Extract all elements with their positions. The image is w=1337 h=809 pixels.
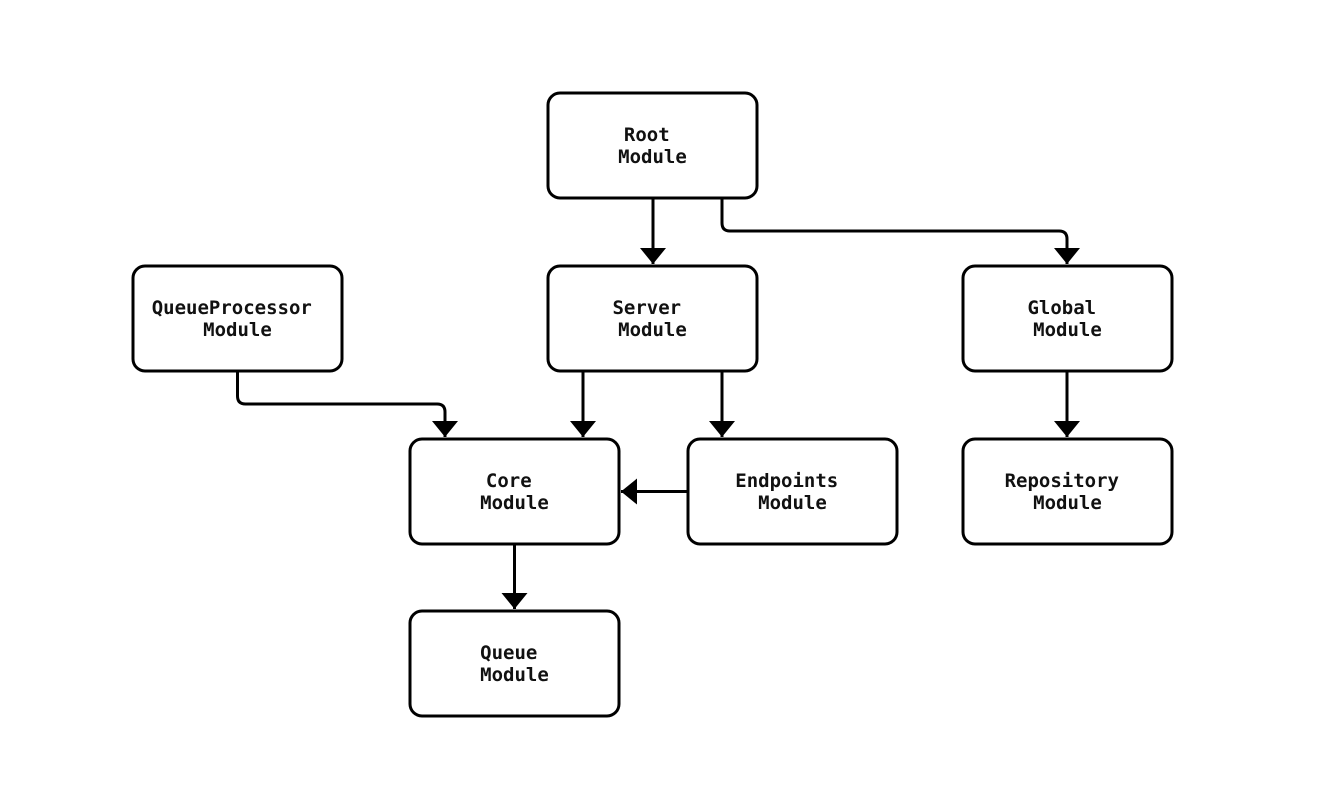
node-endpoints-module: Endpoints Module: [686, 437, 899, 546]
node-server-module-label-line1: Server: [612, 297, 681, 319]
edge-queueprocessor-to-core: [236, 371, 458, 437]
node-root-module-label-line1: Root: [624, 124, 670, 146]
node-queue-module-box: [408, 609, 621, 718]
node-global-module-label: Global Module: [1027, 297, 1107, 341]
node-repository-module-box: [961, 437, 1174, 546]
node-global-module-box: [961, 264, 1174, 373]
node-endpoints-module-label: Endpoints Module: [735, 470, 849, 514]
node-repository-module-label-line2: Module: [1033, 492, 1102, 514]
node-endpoints-module-label-line1: Endpoints: [735, 470, 838, 492]
node-root-module-label: Root Module: [618, 124, 687, 168]
edge-root-to-global: [720, 198, 1080, 264]
node-root-module-box: [546, 91, 759, 200]
node-queue-module-label-line1: Queue: [480, 642, 537, 664]
node-queue-module-label: Queue Module: [480, 642, 549, 686]
node-root-module-label-line2: Module: [618, 146, 687, 168]
node-global-module: Global Module: [961, 264, 1174, 373]
node-endpoints-module-label-line2: Module: [758, 492, 827, 514]
node-global-module-label-line1: Global: [1027, 297, 1096, 319]
node-queueprocessor-module-box: [131, 264, 344, 373]
node-core-module-label-line1: Core: [486, 470, 532, 492]
node-server-module: Server Module: [546, 264, 759, 373]
node-core-module: Core Module: [408, 437, 621, 546]
node-core-module-label-line2: Module: [480, 492, 549, 514]
edge-layer: [236, 198, 1080, 609]
node-repository-module-label: Repository Module: [1005, 470, 1131, 514]
node-layer: Root Module QueueProcessor Module Server…: [131, 91, 1174, 718]
node-queueprocessor-module: QueueProcessor Module: [131, 264, 344, 373]
node-endpoints-module-box: [686, 437, 899, 546]
node-queue-module-label-line2: Module: [480, 664, 549, 686]
node-core-module-box: [408, 437, 621, 546]
node-repository-module-label-line1: Repository: [1005, 470, 1119, 492]
node-queue-module: Queue Module: [408, 609, 621, 718]
node-queueprocessor-module-label-line2: Module: [203, 319, 272, 341]
node-repository-module: Repository Module: [961, 437, 1174, 546]
node-global-module-label-line2: Module: [1033, 319, 1102, 341]
node-queueprocessor-module-label-line1: QueueProcessor: [152, 297, 312, 319]
node-queueprocessor-module-label: QueueProcessor Module: [152, 297, 324, 341]
node-root-module: Root Module: [546, 91, 759, 200]
node-server-module-box: [546, 264, 759, 373]
node-core-module-label: Core Module: [480, 470, 549, 514]
node-server-module-label: Server Module: [612, 297, 692, 341]
node-server-module-label-line2: Module: [618, 319, 687, 341]
